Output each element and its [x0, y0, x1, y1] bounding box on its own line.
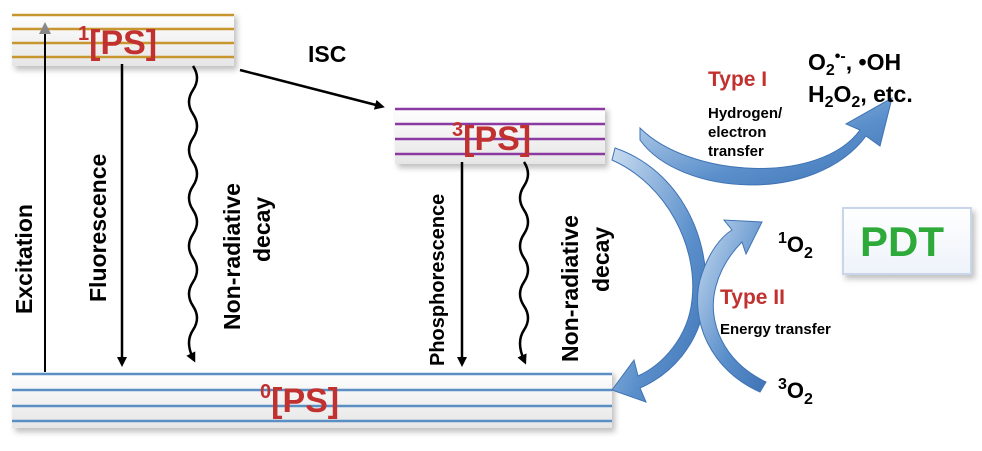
nonradiative-decay-arrow-2	[517, 161, 530, 365]
pdt-label: PDT	[860, 218, 944, 265]
singlet-state-label: 1[PS]	[78, 23, 157, 62]
nonradiative-decay-arrow-1	[186, 65, 199, 363]
nonradiative-decay-label-2b: decay	[588, 227, 614, 292]
type-i-curved-arrow	[639, 96, 893, 186]
type-i-products-line2: H2O2, etc.	[808, 81, 913, 111]
type-i-title: Type I	[708, 68, 767, 91]
excitation-label: Excitation	[11, 204, 37, 314]
type-i-products-line1: O2•-, •OH	[808, 48, 901, 79]
isc-label: ISC	[308, 41, 346, 67]
type-i-desc-line2: electron	[708, 124, 766, 141]
type-ii-title: Type II	[720, 286, 785, 309]
triplet-state-band: 3[PS]	[395, 106, 605, 164]
nonradiative-decay-label-1a: Non-radiative	[219, 183, 245, 330]
type-ii-desc: Energy transfer	[720, 321, 831, 338]
type-ii-up-curved-arrow	[697, 219, 767, 393]
type-i-desc-line1: Hydrogen/	[708, 105, 783, 122]
ground-state-label: 0[PS]	[260, 381, 339, 420]
ground-state-band: 0[PS]	[12, 370, 612, 428]
nonradiative-decay-label-1b: decay	[249, 197, 275, 262]
isc-arrow	[239, 68, 385, 110]
phosphorescence-label: Phosphorescence	[427, 194, 449, 366]
nonradiative-decay-label-2a: Non-radiative	[557, 215, 583, 362]
type-i-desc-line3: transfer	[708, 143, 764, 160]
triplet-state-label: 3[PS]	[452, 119, 531, 158]
pdt-box: PDT	[842, 207, 972, 275]
triplet-oxygen-label: 3O2	[778, 376, 813, 408]
singlet-oxygen-label: 1O2	[778, 230, 813, 262]
type-ii-down-curved-arrow	[611, 147, 707, 403]
fluorescence-label: Fluorescence	[85, 154, 111, 302]
singlet-state-band: 1[PS]	[12, 12, 234, 66]
